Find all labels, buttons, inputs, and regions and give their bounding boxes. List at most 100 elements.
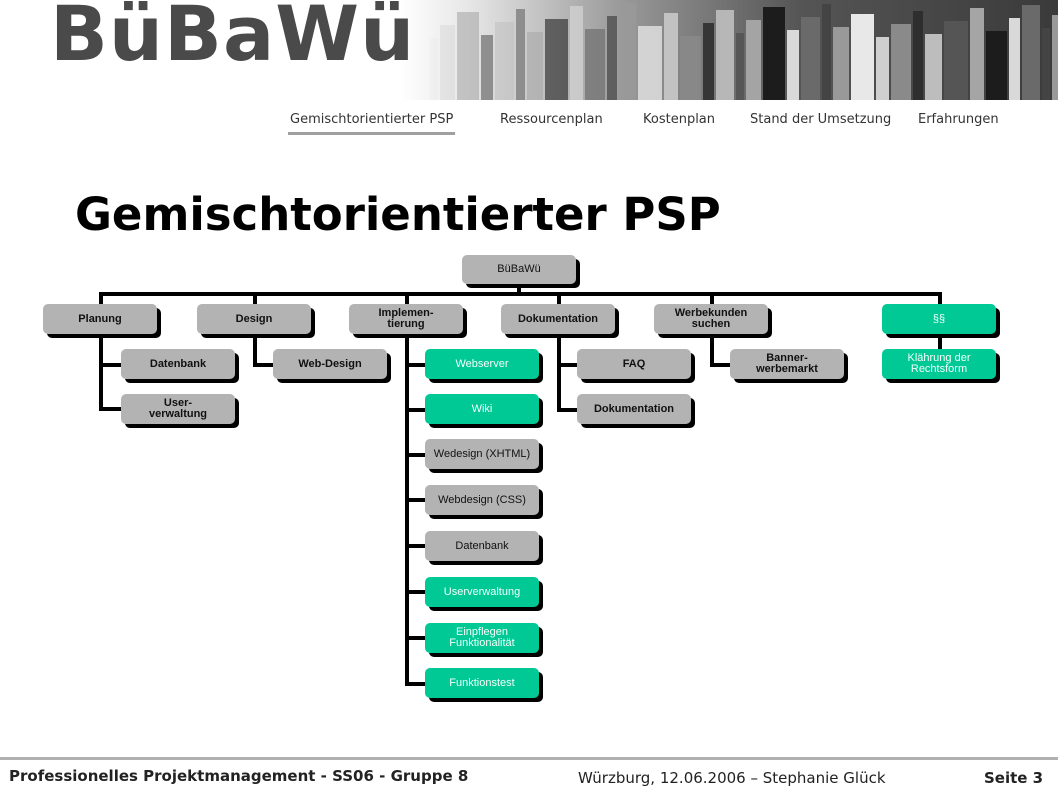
connector bbox=[253, 334, 257, 367]
node-bannerwerbemarkt: Banner- werbemarkt bbox=[730, 349, 844, 379]
connector bbox=[710, 292, 714, 304]
connector bbox=[99, 363, 123, 367]
book-spine bbox=[570, 6, 583, 100]
book-spine bbox=[638, 26, 662, 100]
book-spine bbox=[607, 16, 617, 100]
nav-item-label: Stand der Umsetzung bbox=[750, 112, 892, 127]
nav-active-underline bbox=[288, 132, 456, 135]
node-impl-datenbank: Datenbank bbox=[425, 531, 539, 561]
book-spine bbox=[716, 10, 734, 100]
connector bbox=[405, 498, 427, 502]
connector bbox=[99, 407, 123, 411]
nav-item-gemischtorientierter-psp[interactable]: Gemischtorientierter PSP bbox=[288, 112, 456, 136]
logo: BüBaWü bbox=[50, 0, 416, 78]
nav-item-label: Ressourcenplan bbox=[500, 112, 603, 127]
page-title: Gemischtorientierter PSP bbox=[75, 188, 721, 241]
connector bbox=[557, 334, 561, 412]
book-spine bbox=[457, 12, 479, 100]
book-spine bbox=[440, 25, 455, 100]
node-webdesign-css: Webdesign (CSS) bbox=[425, 485, 539, 515]
connector bbox=[557, 363, 579, 367]
book-spine bbox=[1052, 15, 1058, 100]
connector bbox=[405, 292, 409, 304]
book-spine bbox=[801, 17, 820, 100]
nav-item-erfahrungen[interactable]: Erfahrungen bbox=[918, 112, 999, 136]
connector bbox=[938, 292, 942, 304]
book-spine bbox=[913, 11, 923, 100]
node-faq: FAQ bbox=[577, 349, 691, 379]
connector bbox=[557, 408, 579, 412]
connector bbox=[405, 363, 427, 367]
connector bbox=[405, 682, 427, 686]
header-banner: BüBaWü bbox=[0, 0, 1058, 100]
book-spine bbox=[851, 14, 874, 100]
node-werbekunden-suchen: Werbekunden suchen bbox=[654, 304, 768, 334]
connector bbox=[710, 363, 732, 367]
book-spine bbox=[585, 29, 605, 100]
connector bbox=[938, 334, 942, 349]
book-spine bbox=[1042, 28, 1050, 100]
node-root: BüBaWü bbox=[462, 255, 576, 284]
book-spine bbox=[664, 13, 678, 100]
node-paragraphen: §§ bbox=[882, 304, 996, 334]
book-spine bbox=[516, 9, 525, 100]
connector bbox=[405, 408, 427, 412]
connector bbox=[405, 590, 427, 594]
nav-item-stand-der-umsetzung[interactable]: Stand der Umsetzung bbox=[750, 112, 891, 136]
book-spine bbox=[619, 3, 636, 100]
footer-place-date-author: Würzburg, 12.06.2006 – Stephanie Glück bbox=[578, 769, 886, 787]
connector bbox=[557, 292, 561, 304]
node-funktionstest: Funktionstest bbox=[425, 668, 539, 698]
node-implementierung: Implemen- tierung bbox=[349, 304, 463, 334]
connector bbox=[253, 363, 275, 367]
book-spine bbox=[545, 19, 568, 100]
book-spine bbox=[833, 27, 849, 100]
book-spine bbox=[430, 38, 438, 100]
book-spine bbox=[763, 7, 785, 100]
nav-item-label: Erfahrungen bbox=[918, 112, 999, 127]
node-wiki: Wiki bbox=[425, 394, 539, 424]
node-doku-dokumentation: Dokumentation bbox=[577, 394, 691, 424]
node-planung: Planung bbox=[43, 304, 157, 334]
connector bbox=[517, 284, 521, 296]
node-user-verwaltung: User- verwaltung bbox=[121, 394, 235, 424]
node-dokumentation: Dokumentation bbox=[501, 304, 615, 334]
book-spine bbox=[787, 30, 799, 100]
node-wedesign-xhtml: Wedesign (XHTML) bbox=[425, 439, 539, 469]
book-spine bbox=[680, 36, 701, 100]
book-spine bbox=[481, 35, 493, 100]
connector bbox=[405, 636, 427, 640]
node-design: Design bbox=[197, 304, 311, 334]
node-userverwaltung: Userverwaltung bbox=[425, 577, 539, 607]
nav-item-kostenplan[interactable]: Kostenplan bbox=[643, 112, 715, 136]
node-webserver: Webserver bbox=[425, 349, 539, 379]
nav-item-ressourcenplan[interactable]: Ressourcenplan bbox=[500, 112, 603, 136]
node-web-design: Web-Design bbox=[273, 349, 387, 379]
book-spine bbox=[703, 23, 714, 100]
book-spine bbox=[970, 8, 984, 100]
book-spine bbox=[822, 4, 831, 100]
book-spine bbox=[876, 37, 889, 100]
book-spine bbox=[746, 20, 761, 100]
book-spine bbox=[891, 24, 911, 100]
connector bbox=[405, 544, 427, 548]
nav-item-label: Kostenplan bbox=[643, 112, 716, 127]
footer-page-number: Seite 3 bbox=[984, 769, 1044, 787]
book-spine bbox=[1009, 18, 1020, 100]
node-rechtsform: Klährung der Rechtsform bbox=[882, 349, 996, 379]
footer-divider bbox=[0, 757, 1058, 760]
connector bbox=[405, 453, 427, 457]
book-spine bbox=[527, 32, 543, 100]
node-einpflegen-funktionalitaet: Einpflegen Funktionalität bbox=[425, 623, 539, 653]
book-spine bbox=[986, 31, 1007, 100]
connector bbox=[99, 292, 942, 296]
book-spine bbox=[944, 21, 968, 100]
node-planung-datenbank: Datenbank bbox=[121, 349, 235, 379]
connector bbox=[710, 334, 714, 367]
book-spine bbox=[1022, 5, 1040, 100]
footer-course: Professionelles Projektmanagement - SS06… bbox=[9, 767, 469, 785]
connector bbox=[253, 292, 257, 304]
connector bbox=[405, 334, 409, 686]
connector bbox=[99, 334, 103, 411]
book-spine bbox=[736, 33, 744, 100]
